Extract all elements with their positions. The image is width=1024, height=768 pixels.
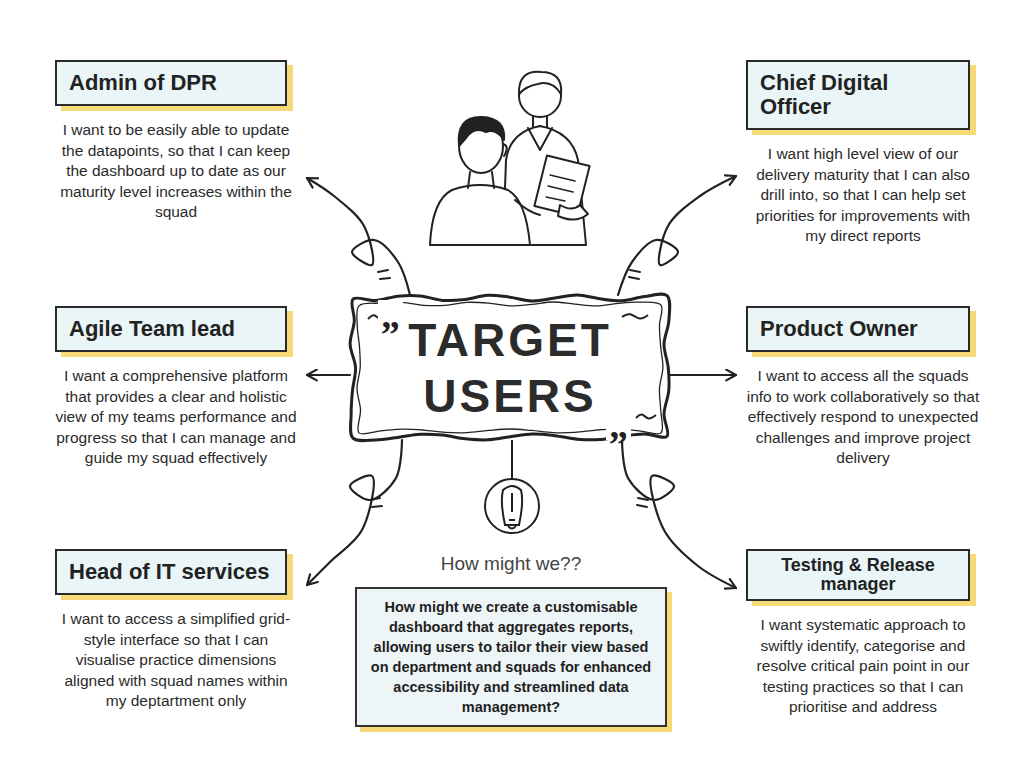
curly-arrow: [307, 374, 350, 376]
tick-mark: [637, 498, 648, 507]
clipboard-lines: [546, 175, 575, 201]
idea-bulb-icon: [485, 479, 539, 533]
persona-title: Admin of DPR: [55, 60, 287, 106]
central-title: TARGET USERS: [385, 312, 635, 424]
persona-story: I want to access all the squads info to …: [736, 366, 990, 469]
how-might-we-statement: How might we create a customisable dashb…: [355, 587, 667, 727]
person-hair: [519, 72, 561, 94]
persona-node: Chief Digital Officer I want high level v…: [736, 60, 990, 247]
persona-node: Product Owner I want to access all the sq…: [736, 306, 990, 469]
persona-title: Head of IT services: [55, 549, 287, 595]
persona-node: Agile Team lead I want a comprehensive pl…: [45, 306, 307, 469]
bulb-circle: [485, 479, 539, 533]
curly-arrow: [618, 176, 736, 295]
tick-mark: [629, 270, 640, 279]
bulb-mark: [508, 493, 516, 529]
wavy-border: [350, 294, 670, 441]
person-hair: [459, 117, 504, 146]
persona-title: Testing & Release manager: [746, 549, 970, 601]
person-neck: [468, 172, 494, 188]
arm: [515, 200, 540, 215]
quote-mark: „: [378, 300, 403, 330]
pen-hand: [558, 205, 588, 220]
persona-node: Admin of DPR I want to be easily able to …: [45, 60, 307, 223]
curly-arrow: [307, 178, 410, 295]
person-neck: [533, 116, 547, 127]
persona-node: Head of IT services I want to access a si…: [45, 549, 307, 712]
persona-story: I want high level view of our delivery m…: [736, 144, 990, 247]
persona-story: I want a comprehensive platform that pro…: [45, 366, 307, 469]
curly-arrow: [670, 374, 736, 376]
tilde-mark: [636, 414, 656, 418]
tick-mark: [378, 270, 390, 279]
tilde-mark: [622, 314, 648, 318]
persona-title: Agile Team lead: [55, 306, 287, 352]
persona-story: I want to access a simplified grid-style…: [45, 609, 307, 712]
persona-title: Product Owner: [746, 306, 970, 352]
quote-mark: „: [606, 410, 631, 440]
tick-mark: [370, 498, 382, 507]
person-ear: [503, 144, 507, 156]
person-back: [430, 185, 530, 245]
persona-title: Chief Digital Officer: [746, 60, 970, 130]
curly-arrow: [307, 440, 402, 585]
prompt-heading: How might we??: [355, 553, 667, 575]
persona-story: I want to be easily able to update the d…: [45, 120, 307, 223]
person-collar: [528, 128, 552, 150]
people-illustration: [430, 72, 590, 245]
curly-arrow: [622, 440, 736, 588]
bulb-leader: [511, 440, 513, 479]
persona-node: Testing & Release manager I want systemat…: [736, 549, 990, 718]
persona-story: I want systematic approach to swiftly id…: [736, 615, 990, 718]
prompt-node: How might we?? How might we create a cust…: [355, 553, 667, 727]
